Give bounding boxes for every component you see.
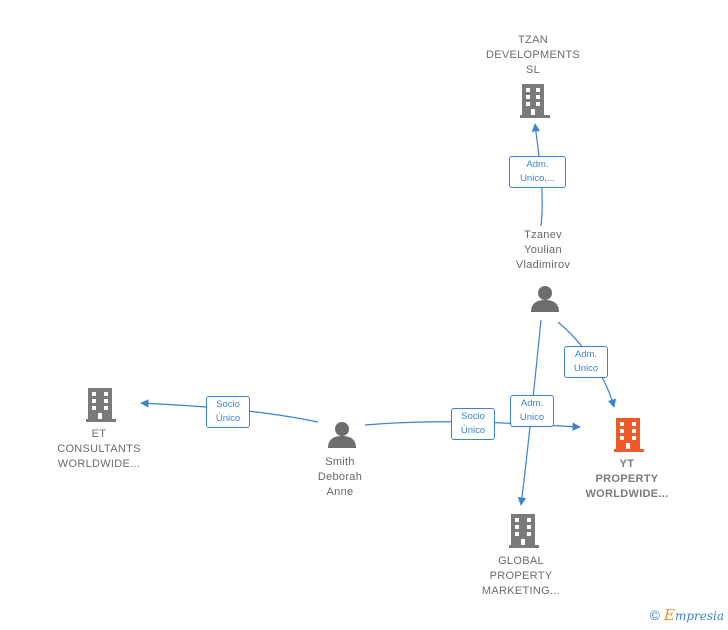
label-line: Tzanev [524,229,562,241]
label-line: Smith [325,456,355,468]
node-label-yt-property[interactable]: YT PROPERTY WORLDWIDE... [562,457,692,502]
label-line: SL [525,64,541,76]
empresia-logo: ©Empresia [650,606,724,624]
person-icon[interactable] [531,286,559,312]
edge-label-tzanev-global[interactable]: Adm. Unico [510,395,554,427]
label-line: PROPERTY [595,473,659,485]
edge-label-smith-et[interactable]: Socio Único [206,396,250,428]
edge-label-line: Único [460,425,486,436]
node-label-et-consultants[interactable]: ET CONSULTANTS WORLDWIDE... [34,427,164,472]
label-line: CONSULTANTS [57,443,141,455]
label-line: TZAN [518,34,548,46]
label-line: ET [91,428,107,440]
edge-label-line: Adm. [526,159,549,170]
label-line: Vladimirov [515,259,571,271]
label-line: GLOBAL [498,555,544,567]
label-line: YT [619,458,635,470]
label-line: WORLDWIDE... [585,488,669,500]
label-line: DEVELOPMENTS [485,49,581,61]
brand-rest: mpresia [674,609,724,623]
edge-label-smith-yt[interactable]: Socio Único [451,408,495,440]
building-icon[interactable] [86,388,116,422]
label-line: PROPERTY [489,570,553,582]
edge-label-line: Único [215,413,241,424]
brand-e: E [663,606,675,624]
label-line: WORLDWIDE... [57,458,141,470]
node-label-tzan-developments[interactable]: TZAN DEVELOPMENTS SL [468,33,598,78]
label-line: Deborah [317,471,363,483]
edge-label-line: Adm. [520,398,544,409]
edge-label-line: Unico,... [520,173,555,184]
person-icon[interactable] [328,422,356,448]
edge-label-tzanev-yt[interactable]: Adm. Unico [564,346,608,378]
label-line: Anne [326,486,354,498]
label-line: MARKETING... [481,585,561,597]
building-icon[interactable] [509,514,539,548]
node-label-tzanev[interactable]: Tzanev Youlian Vladimirov [478,228,608,273]
copyright-symbol: © [649,607,660,623]
edge-label-tzanev-tzan[interactable]: Adm. Unico,... [509,156,566,188]
node-label-smith[interactable]: Smith Deborah Anne [275,455,405,500]
label-line: Youlian [524,244,562,256]
edge-label-line: Unico [573,363,599,374]
edge-label-line: Socio [461,411,485,422]
edge-label-line: Unico [519,412,545,423]
node-label-global-property[interactable]: GLOBAL PROPERTY MARKETING... [456,554,586,599]
edge-label-line: Adm. [574,349,598,360]
edge-label-line: Socio [216,399,240,410]
building-icon[interactable] [520,84,550,118]
building-icon-target[interactable] [614,418,644,452]
